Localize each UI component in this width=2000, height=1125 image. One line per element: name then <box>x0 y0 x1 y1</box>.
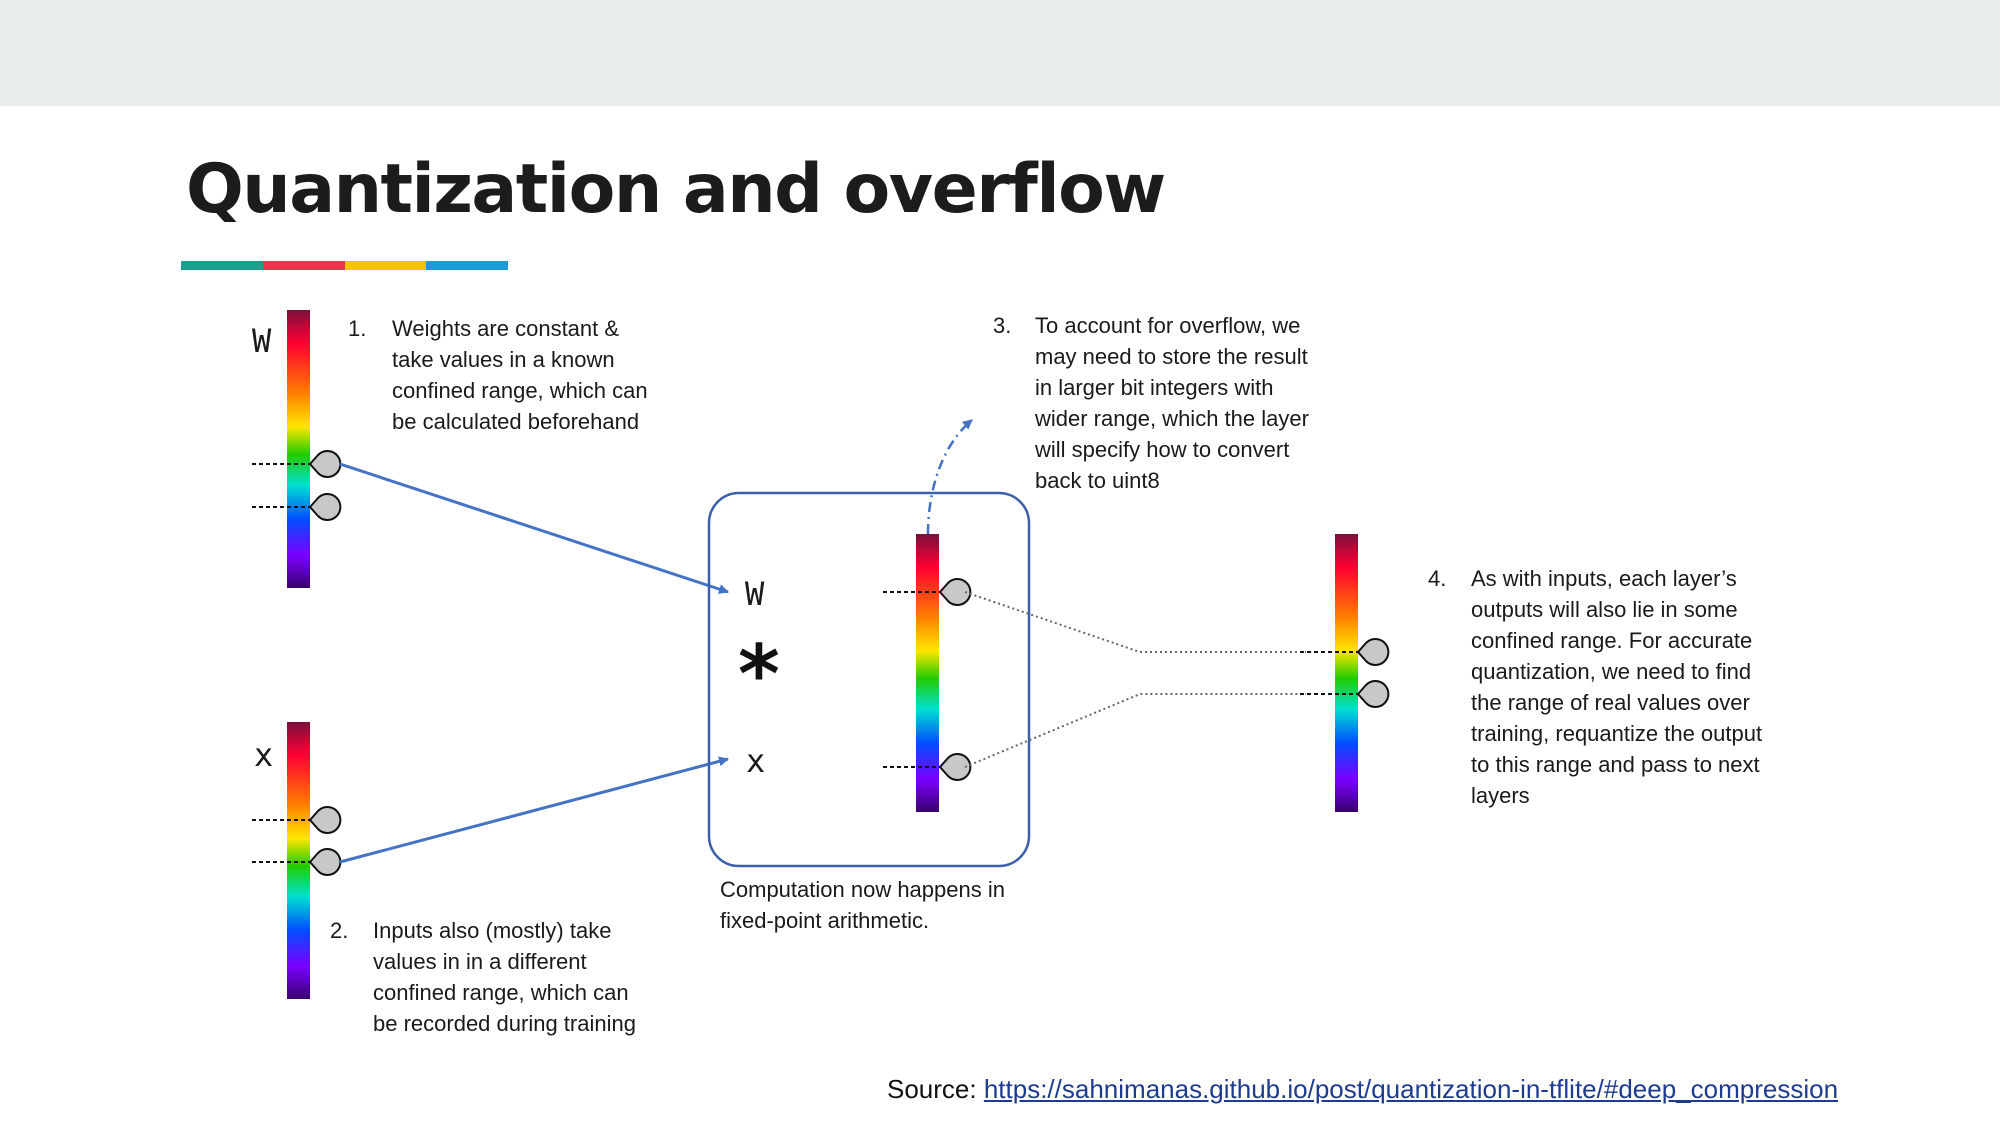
w-pin-icon-top <box>308 450 342 478</box>
top-band <box>0 0 2000 106</box>
multiply-operator: * <box>738 628 780 721</box>
w-arrow <box>339 462 729 594</box>
x-pin-icon-top <box>308 806 342 834</box>
note-number: 3. <box>993 313 1012 338</box>
accent-segment-teal <box>181 261 263 270</box>
output-spectrum-bar <box>1335 534 1358 812</box>
w-label: W <box>252 322 272 360</box>
result-spectrum-bar <box>916 534 939 812</box>
output-connector-bottom <box>964 693 1306 768</box>
source-line: Source: https://sahnimanas.github.io/pos… <box>887 1074 1838 1105</box>
computation-caption: Computation now happens in fixed-point a… <box>720 877 1005 933</box>
result-pin-icon-bottom <box>938 753 972 781</box>
note-number: 4. <box>1428 566 1447 591</box>
source-link[interactable]: https://sahnimanas.github.io/post/quanti… <box>983 1074 1839 1104</box>
result-pin-icon-top <box>938 578 972 606</box>
note-text: To account for overflow, we may need to … <box>1035 313 1309 493</box>
output-connector-top <box>964 591 1306 653</box>
slide-title: Quantization and overflow <box>186 150 1166 229</box>
box-w-label: W <box>745 575 765 613</box>
note-text: As with inputs, each layer’s outputs wil… <box>1471 566 1763 808</box>
source-label: Source: <box>887 1074 977 1104</box>
accent-segment-red <box>262 261 345 270</box>
note-text: Weights are constant & take values in a … <box>392 316 648 434</box>
box-x-label: x <box>746 742 765 780</box>
title-accent-bar <box>181 261 508 270</box>
x-arrow <box>339 756 729 864</box>
output-pin-icon-bottom <box>1356 680 1390 708</box>
output-pin-icon-top <box>1356 638 1390 666</box>
overflow-arrow <box>926 419 973 535</box>
note-number: 2. <box>330 918 349 943</box>
x-spectrum-bar <box>287 722 310 999</box>
w-spectrum-bar <box>287 310 310 588</box>
computation-box <box>707 491 1031 868</box>
x-pin-icon-bottom <box>308 848 342 876</box>
note-number: 1. <box>348 316 367 341</box>
note-text: Inputs also (mostly) take values in in a… <box>373 918 636 1036</box>
x-label: x <box>254 736 273 774</box>
accent-segment-yellow <box>344 261 427 270</box>
w-pin-icon-bottom <box>308 493 342 521</box>
accent-segment-blue <box>426 261 508 270</box>
